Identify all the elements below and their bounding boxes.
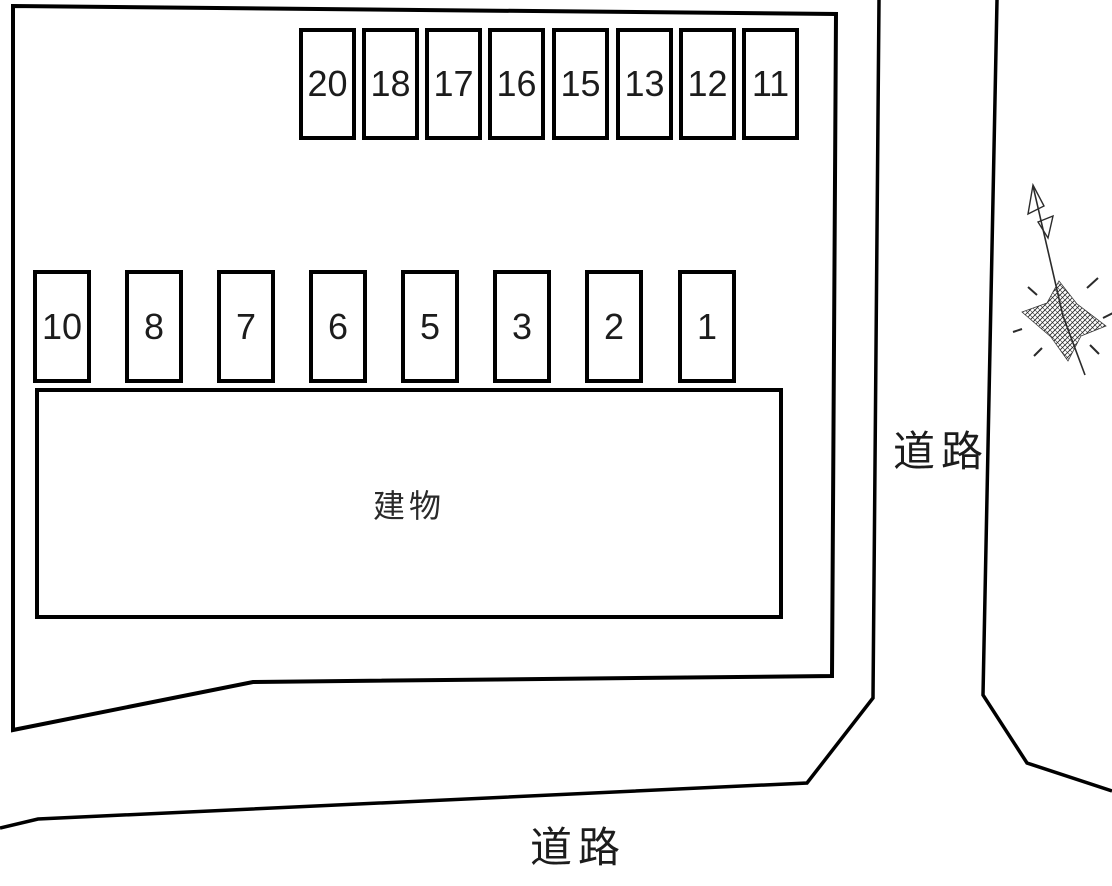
parking-space-11: 11 xyxy=(742,28,799,140)
parking-space-15: 15 xyxy=(552,28,609,140)
parking-space-3: 3 xyxy=(493,270,551,383)
road-label-right: 道路 xyxy=(893,428,990,475)
parking-space-13: 13 xyxy=(616,28,673,140)
parking-space-1: 1 xyxy=(678,270,736,383)
parking-space-20: 20 xyxy=(299,28,356,140)
parking-space-12: 12 xyxy=(679,28,736,140)
building-outline: 建物 xyxy=(35,388,783,619)
parking-space-5: 5 xyxy=(401,270,459,383)
parking-space-6: 6 xyxy=(309,270,367,383)
road-edge-right xyxy=(981,0,1112,793)
lot-outline xyxy=(11,3,839,733)
road-edge-left xyxy=(0,0,881,830)
parking-space-16: 16 xyxy=(488,28,545,140)
parking-space-18: 18 xyxy=(362,28,419,140)
north-arrow-icon xyxy=(1012,182,1112,376)
parking-space-8: 8 xyxy=(125,270,183,383)
parking-space-7: 7 xyxy=(217,270,275,383)
parking-space-2: 2 xyxy=(585,270,643,383)
road-label-bottom: 道路 xyxy=(530,824,627,871)
building-label: 建物 xyxy=(372,487,445,524)
parking-space-10: 10 xyxy=(33,270,91,383)
parking-space-17: 17 xyxy=(425,28,482,140)
